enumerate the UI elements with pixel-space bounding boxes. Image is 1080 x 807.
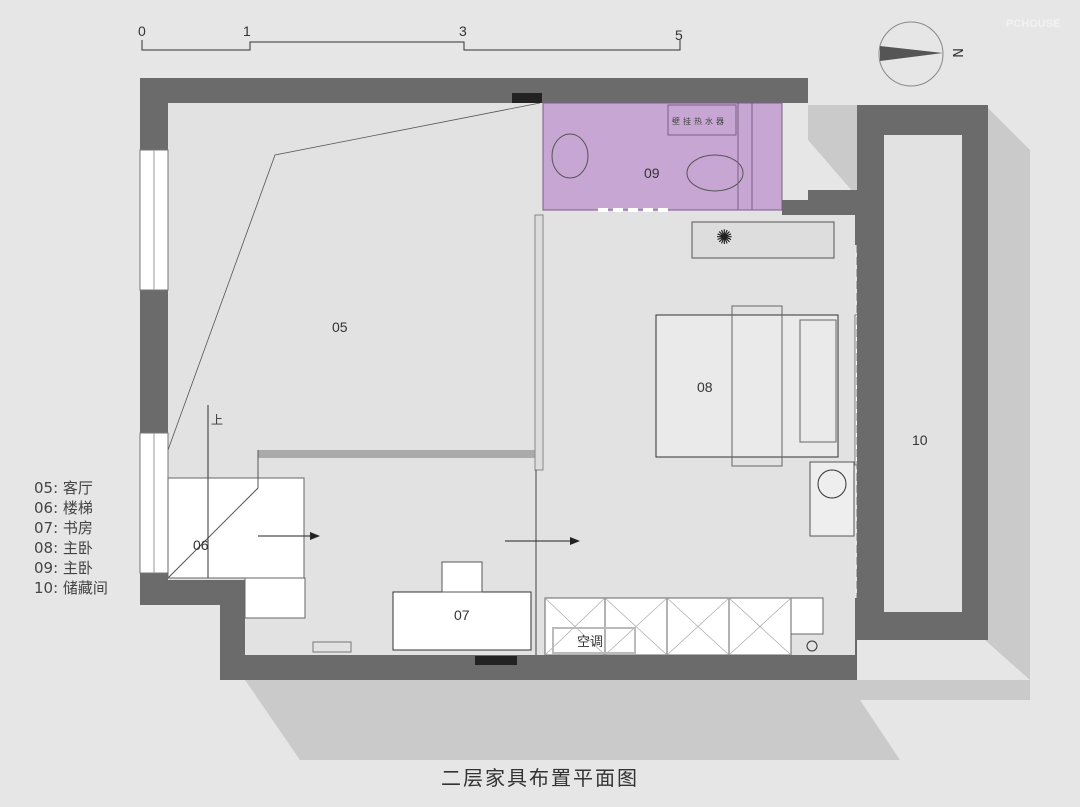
scale-tick-5: 5 <box>675 27 683 43</box>
plan-title: 二层家具布置平面图 <box>441 766 639 790</box>
north-label: N <box>949 48 964 58</box>
room-label-09: 09 <box>644 165 660 181</box>
legend-item: 10: 储藏间 <box>34 579 108 597</box>
storage-10-walls <box>857 105 988 640</box>
desk <box>392 591 532 651</box>
bathroom-09 <box>542 102 783 211</box>
watermark: PCHOUSE <box>1006 18 1061 30</box>
sink <box>551 133 589 179</box>
legend-item: 09: 主卧 <box>34 559 93 577</box>
bathtub <box>691 221 835 259</box>
room-label-05: 05 <box>332 319 348 335</box>
room-label-08: 08 <box>697 379 713 395</box>
room-label-10: 10 <box>912 432 928 448</box>
bed <box>655 314 839 458</box>
scale-tick-0: 0 <box>138 23 146 39</box>
floor <box>168 103 855 655</box>
staircase <box>167 477 306 619</box>
void-outline <box>167 102 541 451</box>
scale-bar <box>141 40 681 51</box>
legend-item: 08: 主卧 <box>34 539 93 557</box>
svg-text:✺: ✺ <box>716 225 733 249</box>
legend-item: 07: 书房 <box>34 519 93 537</box>
room-label-06: 06 <box>193 537 209 553</box>
ac-unit <box>552 627 636 654</box>
scale-tick-1: 1 <box>243 23 251 39</box>
north-arrow-icon <box>878 21 944 87</box>
water-heater-label: 壁挂热水器 <box>672 116 727 126</box>
toilet <box>686 154 744 192</box>
legend-item: 05: 客厅 <box>34 479 93 497</box>
ac-label: 空调 <box>577 635 603 650</box>
chair <box>441 561 483 593</box>
nightstand <box>809 461 855 537</box>
legend: 05: 客厅 06: 楼梯 07: 书房 08: 主卧 09: 主卧 10: 储… <box>34 478 108 598</box>
stair-up-label: 上 <box>211 413 223 427</box>
scale-tick-3: 3 <box>459 23 467 39</box>
legend-item: 06: 楼梯 <box>34 499 93 517</box>
room-label-07: 07 <box>454 607 470 623</box>
